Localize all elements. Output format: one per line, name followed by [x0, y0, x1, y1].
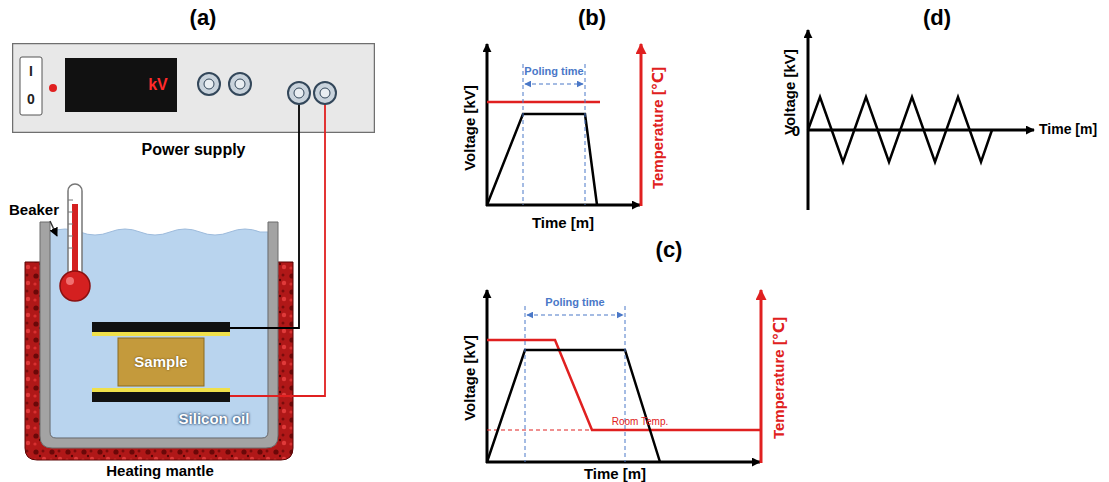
axis-label: Beaker [9, 202, 59, 219]
panel-letter: (b) [578, 6, 606, 30]
chart-c [486, 290, 761, 463]
node-text: I [29, 64, 33, 79]
node-text: Sample [134, 354, 187, 371]
axis-label: Heating mantle [106, 463, 214, 480]
sample-electrodes: Sample [92, 322, 230, 402]
chart-d [807, 30, 1034, 210]
power-supply: I0kVPower supply [12, 43, 375, 133]
leader-line [50, 221, 57, 236]
wire [230, 133, 299, 328]
axis-label: Room Temp. [612, 416, 669, 427]
axis-label: Time [m] [584, 466, 646, 482]
axis-label: Voltage [kV] [462, 85, 479, 171]
thermometer [60, 184, 90, 301]
axis-label: Time [m] [1039, 122, 1097, 137]
axis-label: Silicon oil [179, 411, 250, 428]
axis-label: Voltage [kV] [462, 335, 479, 421]
wire [230, 133, 325, 396]
node-text: kV [148, 76, 168, 94]
axis-label: Time [m] [532, 215, 594, 232]
axis-label: Temperature [℃] [650, 67, 667, 189]
axis-label: Poling time [524, 65, 583, 77]
power-supply-body [12, 43, 375, 133]
axis-label: Poling time [545, 296, 604, 308]
panel-letter: (d) [923, 6, 951, 30]
chart-b [486, 44, 641, 206]
panel-letter: (a) [190, 6, 217, 30]
node-heading: Power supply [141, 141, 245, 159]
node-text: 0 [27, 92, 35, 107]
axis-label: Temperature [℃] [771, 317, 788, 439]
triangle-wave [808, 97, 992, 162]
panel-letter: (c) [656, 238, 683, 262]
axis-label: 0 [792, 123, 800, 140]
